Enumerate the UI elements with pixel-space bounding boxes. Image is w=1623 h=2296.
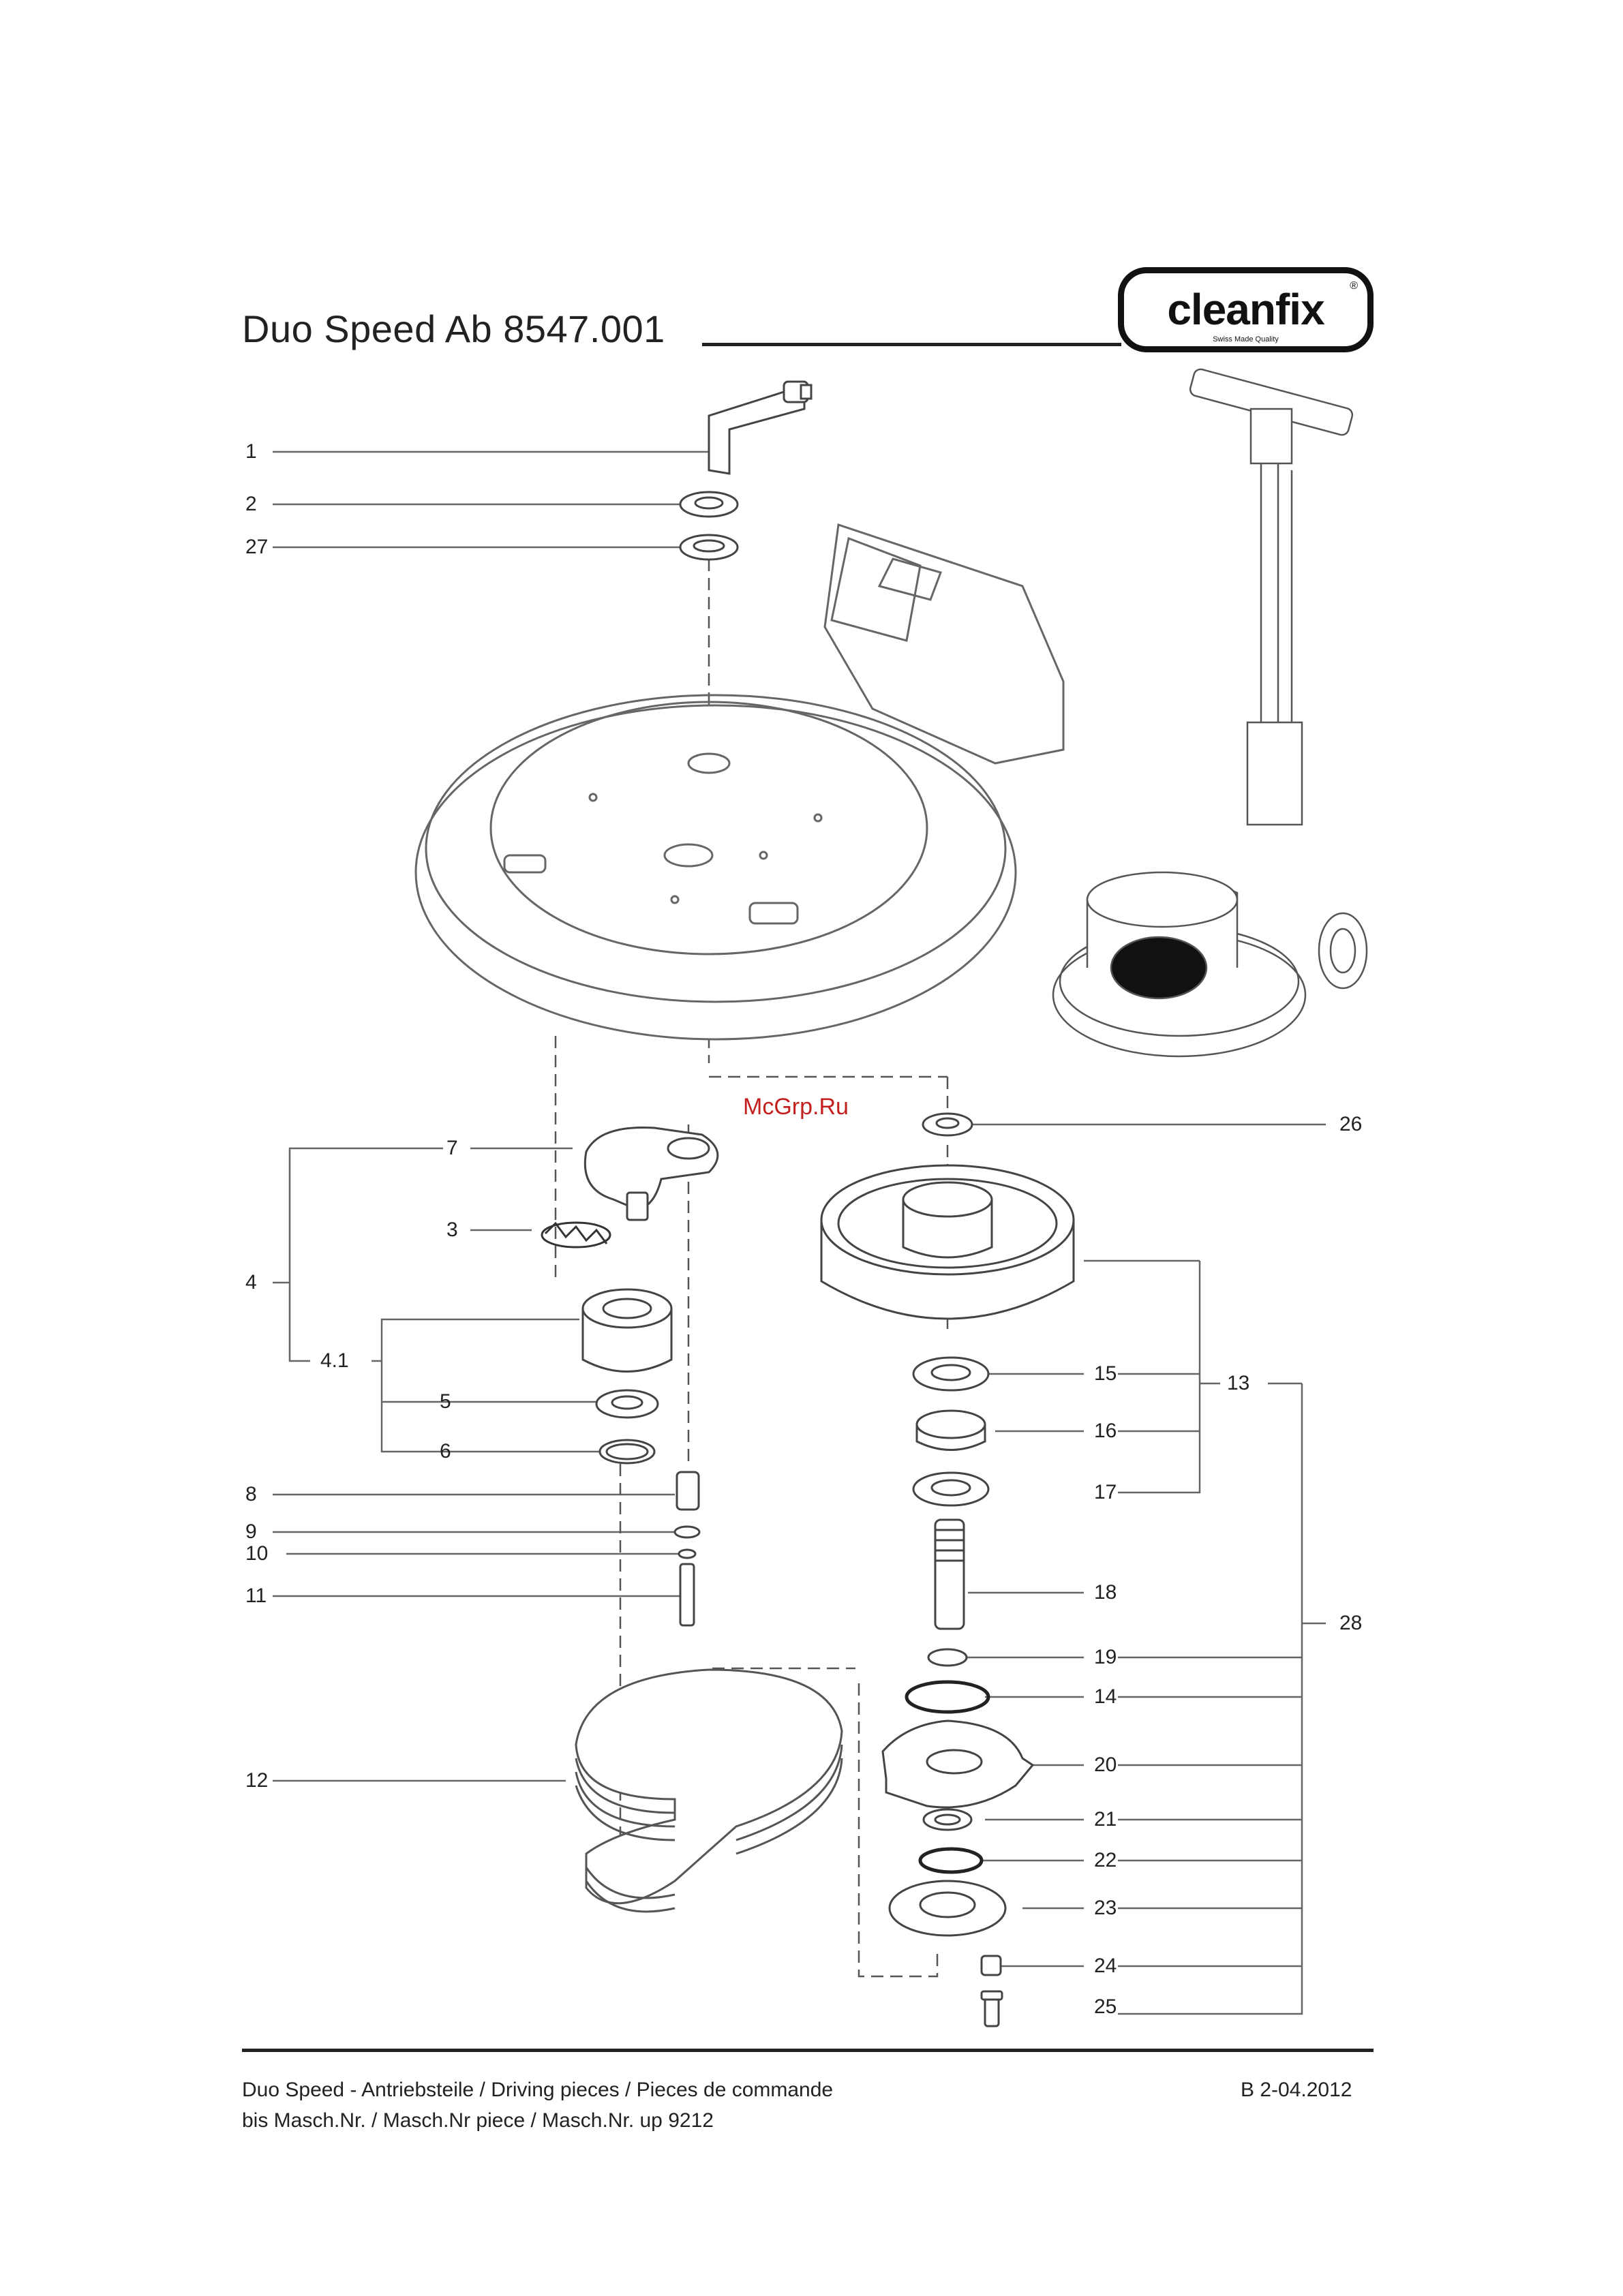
part-22-o-ring xyxy=(920,1849,982,1872)
part-17-bearing xyxy=(913,1473,988,1505)
part-6-circlip xyxy=(600,1440,654,1463)
leader-lines-left xyxy=(273,452,709,1781)
callout-28: 28 xyxy=(1339,1613,1362,1634)
callout-4-1: 4.1 xyxy=(320,1351,349,1371)
part-13-main-pulley xyxy=(821,1165,1074,1319)
part-21-bushing xyxy=(924,1809,971,1830)
part-5-bearing xyxy=(596,1390,658,1418)
callout-23: 23 xyxy=(1094,1898,1117,1918)
callout-5: 5 xyxy=(440,1392,451,1412)
part-8-spacer xyxy=(677,1472,699,1510)
callout-22: 22 xyxy=(1094,1850,1117,1871)
footer-description: Duo Speed - Antriebsteile / Driving piec… xyxy=(242,2079,833,2102)
callout-25: 25 xyxy=(1094,1997,1117,2017)
part-24-nut xyxy=(982,1956,1001,1975)
callout-21: 21 xyxy=(1094,1809,1117,1830)
footer-revision-date: B 2-04.2012 xyxy=(1241,2079,1352,2102)
part-18-shaft xyxy=(935,1520,964,1629)
part-9-washer xyxy=(675,1527,699,1537)
callout-10: 10 xyxy=(245,1544,268,1564)
callout-24: 24 xyxy=(1094,1956,1117,1976)
part-16-sleeve xyxy=(917,1411,985,1450)
callout-13: 13 xyxy=(1227,1373,1249,1394)
part-14-o-ring xyxy=(907,1682,988,1712)
part-10-lock-washer xyxy=(679,1550,695,1558)
part-12-drive-belt xyxy=(576,1670,842,1912)
machine-overview-illustration xyxy=(1053,368,1367,1056)
part-26-washer xyxy=(923,1114,972,1135)
callout-14: 14 xyxy=(1094,1687,1117,1707)
callout-8: 8 xyxy=(245,1484,257,1505)
footer-serial-note: bis Masch.Nr. / Masch.Nr piece / Masch.N… xyxy=(242,2109,714,2132)
callout-6: 6 xyxy=(440,1441,451,1462)
part-11-screw xyxy=(680,1564,694,1625)
part-7-lever-arm xyxy=(585,1127,718,1220)
callout-26: 26 xyxy=(1339,1114,1362,1135)
part-23-disc xyxy=(890,1881,1005,1935)
callout-7: 7 xyxy=(446,1138,458,1159)
callout-9: 9 xyxy=(245,1522,257,1542)
callout-4: 4 xyxy=(245,1272,257,1293)
callout-20: 20 xyxy=(1094,1755,1117,1775)
callout-11: 11 xyxy=(245,1586,267,1606)
callout-1: 1 xyxy=(245,442,257,462)
callout-3: 3 xyxy=(446,1220,458,1240)
part-20-flange-plate xyxy=(883,1721,1033,1807)
callout-17: 17 xyxy=(1094,1482,1117,1503)
machine-housing xyxy=(416,525,1063,1039)
watermark-text: McGrp.Ru xyxy=(743,1094,849,1120)
callout-12: 12 xyxy=(245,1771,268,1791)
part-3-spring xyxy=(542,1223,610,1247)
part-19-ring xyxy=(928,1649,967,1666)
footer-rule xyxy=(242,2049,1374,2052)
part-27-washer xyxy=(680,535,738,560)
part-1-lever xyxy=(709,382,811,474)
callout-15: 15 xyxy=(1094,1364,1117,1384)
part-25-screw xyxy=(982,1991,1002,2026)
callout-2: 2 xyxy=(245,494,257,515)
callout-16: 16 xyxy=(1094,1421,1117,1441)
part-2-washer xyxy=(680,492,738,517)
part-4-1-pulley xyxy=(583,1289,671,1372)
callout-18: 18 xyxy=(1094,1582,1117,1603)
part-15-bearing xyxy=(913,1358,988,1390)
callout-27: 27 xyxy=(245,537,268,557)
callout-19: 19 xyxy=(1094,1647,1117,1668)
